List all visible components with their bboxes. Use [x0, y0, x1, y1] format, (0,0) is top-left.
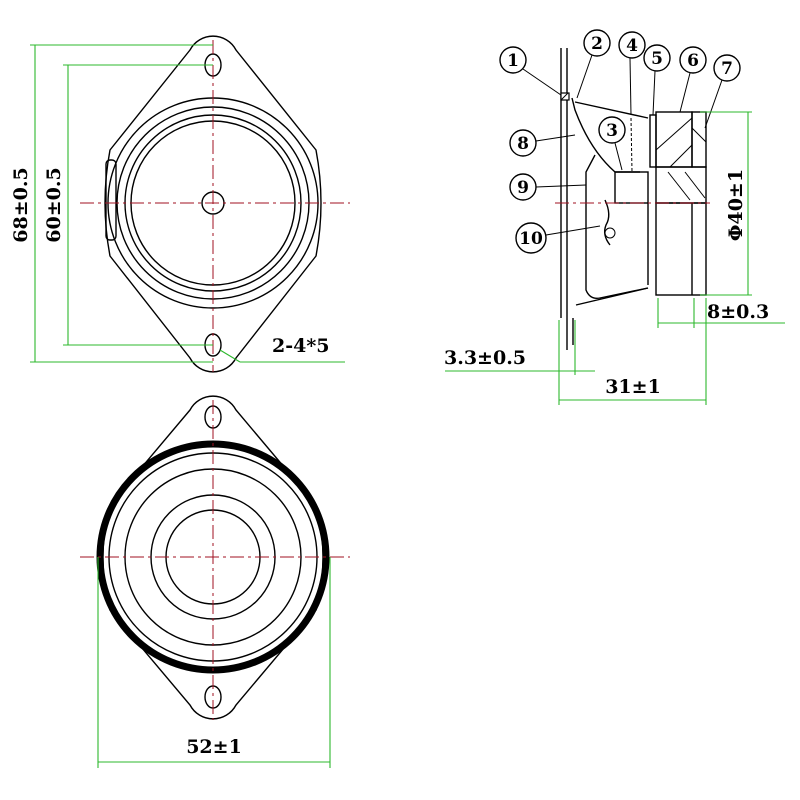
- callout-9: 9: [509, 173, 587, 201]
- svg-text:3: 3: [606, 121, 618, 141]
- callout-8: 8: [509, 129, 576, 157]
- rear-dimensions: 52±1: [97, 557, 331, 768]
- callout-4: 4: [618, 31, 646, 116]
- callout-10: 10: [515, 222, 601, 254]
- svg-text:9: 9: [517, 178, 529, 198]
- dim-hole-spacing: 60±0.5: [43, 167, 65, 242]
- callout-2: 2: [576, 29, 611, 99]
- dim-outer-width: 52±1: [186, 736, 242, 758]
- dim-outer-height: 68±0.5: [10, 167, 32, 242]
- rear-view: [80, 395, 350, 720]
- callout-5: 5: [643, 44, 671, 116]
- callout-6: 6: [679, 46, 707, 113]
- dim-magnet-thickness: 8±0.3: [707, 301, 769, 323]
- side-dimensions: Φ40±1 8±0.3 3.3±0.5 31±1: [444, 111, 785, 405]
- dim-mounting-holes: 2-4*5: [272, 335, 329, 357]
- svg-text:1: 1: [507, 51, 519, 71]
- callout-3: 3: [598, 116, 626, 171]
- dim-total-depth: 31±1: [605, 376, 661, 398]
- svg-text:4: 4: [626, 36, 638, 56]
- callouts: 1 2 4 5 6 7 8 3 9 10: [499, 29, 741, 254]
- front-dimensions: 68±0.5 60±0.5 2-4*5: [10, 44, 345, 363]
- dim-magnet-diameter: Φ40±1: [725, 169, 747, 241]
- svg-text:6: 6: [687, 51, 699, 71]
- svg-text:10: 10: [519, 229, 543, 249]
- dim-flange-thickness: 3.3±0.5: [444, 347, 526, 369]
- terminal: [105, 159, 117, 241]
- callout-1: 1: [499, 46, 562, 96]
- callout-7: 7: [704, 54, 741, 129]
- side-view: [555, 48, 710, 350]
- svg-text:5: 5: [651, 49, 663, 69]
- svg-text:7: 7: [721, 59, 733, 79]
- svg-text:8: 8: [517, 134, 529, 154]
- svg-text:2: 2: [591, 34, 603, 54]
- front-view: [80, 35, 350, 373]
